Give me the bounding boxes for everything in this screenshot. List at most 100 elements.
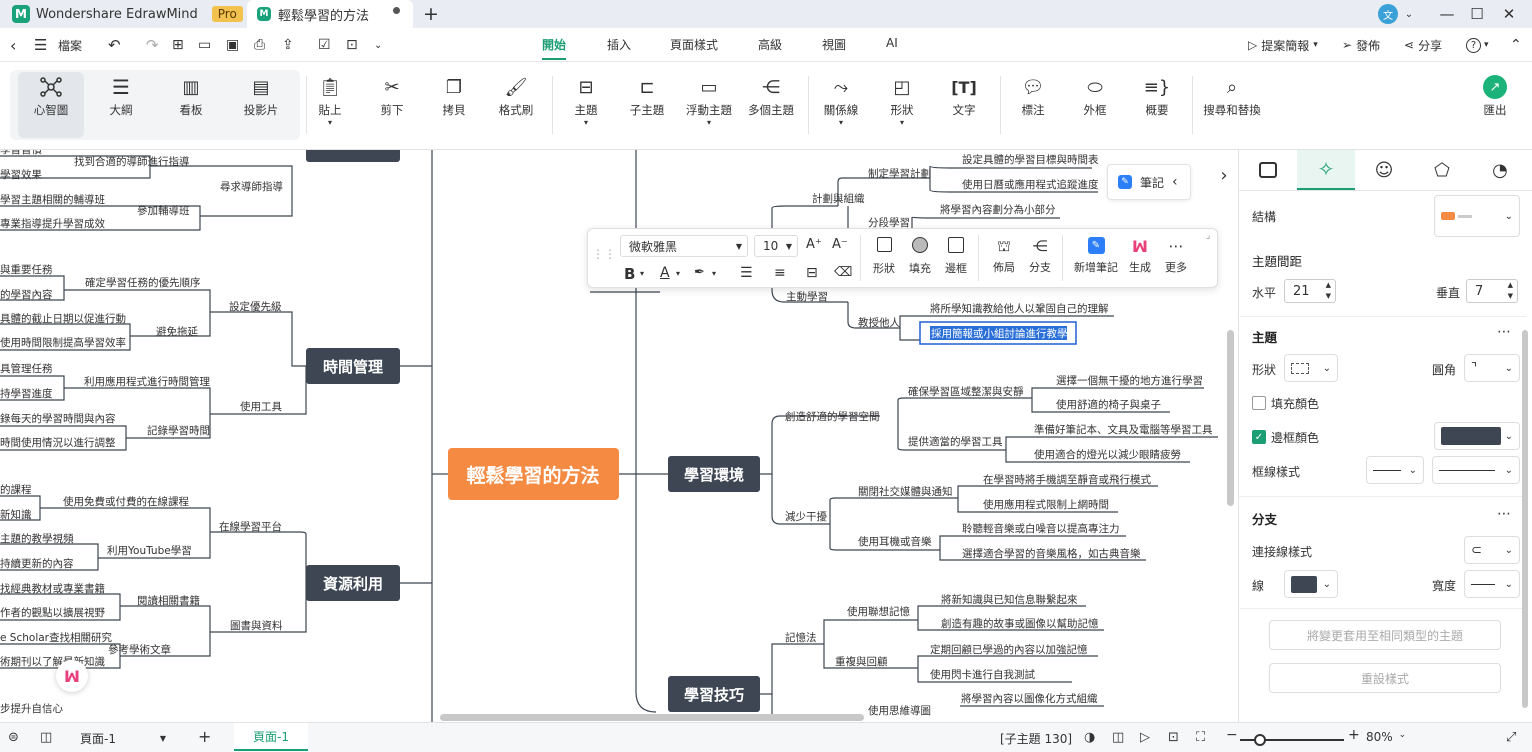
reset-style-button[interactable]: 重設樣式 [1269,663,1501,693]
minimize-button[interactable]: — [1439,5,1455,23]
layout-button[interactable]: ⛫佈局 [984,237,1024,275]
copy-button[interactable]: ❐拷貝 [423,72,485,138]
collapse-icon[interactable]: ⌟ [1206,231,1211,241]
focus-icon[interactable]: ◑ [1084,730,1096,745]
add-page-button[interactable]: + [198,727,212,746]
main-topic-resources[interactable] [306,565,400,601]
increase-font-icon[interactable]: A⁺ [806,237,822,252]
export-menu-icon[interactable]: ⇪ [282,37,294,53]
horizontal-scrollbar[interactable] [440,714,864,721]
shape-format-button[interactable]: 形狀 [864,237,904,276]
tab-page-style[interactable]: 頁面樣式 [670,38,719,52]
fill-color-checkbox[interactable] [1252,396,1266,410]
unsaved-dot-icon[interactable] [393,7,400,14]
border-color-checkbox[interactable]: ✓ [1252,430,1266,444]
line-dash-select[interactable]: ⌄ [1432,456,1520,484]
drag-handle-icon[interactable]: ⋮⋮ [592,247,616,261]
relationship-button[interactable]: ⤳關係線▾ [810,72,872,138]
topic-button[interactable]: ⊟主題▾ [555,72,617,138]
zoom-level-select[interactable]: 80%⌄ [1366,730,1406,744]
main-topic-techniques[interactable] [668,676,760,712]
connector-style-select[interactable]: ⊂⌄ [1464,536,1520,564]
font-family-select[interactable]: 微軟雅黑▼ [620,235,748,257]
view-outline-button[interactable]: ☰大綱 [90,72,152,138]
tab-advanced[interactable]: 高級 [758,38,783,52]
toggle-sidebar-button[interactable]: › [1220,164,1228,186]
chevron-down-icon[interactable]: ⌄ [1404,8,1414,20]
sidebar-tab-ai[interactable]: ✧ [1297,150,1355,190]
paste-button[interactable]: 📋︎貼上▾ [299,72,361,138]
find-replace-button[interactable]: ⌕搜尋和替換 [1200,72,1264,138]
corner-select[interactable]: ⌝⌄ [1464,354,1520,382]
fullscreen-icon[interactable]: ⛶ [1196,730,1206,745]
border-color-select[interactable]: ⌄ [1434,422,1520,450]
branch-button[interactable]: ⋲分支 [1020,237,1060,275]
app-tab[interactable]: M Wondershare EdrawMind Pro [0,0,245,28]
font-color-icon[interactable]: A [660,265,670,281]
horizontal-spacing-input[interactable]: 21▲▼ [1284,279,1336,303]
expand-icon[interactable]: ⤢ [1506,730,1517,745]
view-mindmap-button[interactable]: 心智圖 [18,72,84,138]
pages-icon[interactable]: ⊜ [8,730,19,745]
book-icon[interactable]: ◫ [1112,730,1125,745]
align-icon[interactable]: ≡ [774,265,786,281]
line-color-select[interactable]: ⌄ [1284,570,1338,598]
share-button[interactable]: ⋖分享 [1404,34,1442,56]
more-button[interactable]: ⋯更多 [1156,237,1196,275]
subtopic-button[interactable]: ⊏子主題 [616,72,678,138]
open-folder-icon[interactable]: ▭ [198,37,212,53]
menu-icon[interactable]: ☰ [34,36,48,54]
clear-format-icon[interactable]: ⌫ [834,265,853,280]
structure-select[interactable]: ⌄ [1434,195,1520,237]
ai-assistant-icon[interactable]: ꟽ [56,660,88,692]
vertical-spacing-input[interactable]: 7▲▼ [1466,279,1518,303]
tab-start[interactable]: 開始 [542,36,567,60]
callout-button[interactable]: 💬︎標注 [1002,72,1064,138]
new-file-icon[interactable]: ⊞ [172,37,184,53]
root-topic[interactable] [448,448,619,500]
export-button[interactable]: ↗匯出 [1464,72,1526,138]
multiple-topics-button[interactable]: ⋲多個主題 [740,72,802,138]
main-topic-time[interactable] [306,348,400,384]
more-chevron-icon[interactable]: ⌄ [374,39,383,51]
cut-button[interactable]: ✂剪下 [361,72,423,138]
sidebar-tab-icons[interactable]: ☺ [1355,150,1413,190]
summary-button[interactable]: ≡}概要 [1126,72,1188,138]
shape-button[interactable]: ◰形狀▾ [871,72,933,138]
save-as-icon[interactable]: ⊡ [346,37,358,53]
border-format-button[interactable]: 邊框 [936,237,976,276]
more-options-icon[interactable]: ⋯ [1497,324,1511,340]
apply-to-same-type-button[interactable]: 將變更套用至相同類型的主題 [1269,620,1501,650]
presentation-icon[interactable]: ▷ [1140,730,1150,745]
spinner-icon[interactable]: ▲▼ [1325,281,1331,300]
text-style-icon[interactable]: ⊟ [806,265,818,281]
format-painter-button[interactable]: 🖌︎格式刷 [485,72,547,138]
new-tab-button[interactable]: + [423,3,439,25]
sidebar-tab-history[interactable]: ◔ [1471,150,1529,190]
decrease-font-icon[interactable]: A⁻ [832,237,848,252]
user-avatar[interactable]: 文 [1378,4,1398,24]
shape-select[interactable]: ⌄ [1284,354,1338,382]
close-button[interactable]: ✕ [1502,5,1516,23]
line-width-select[interactable]: ⌄ [1366,456,1424,484]
zoom-slider-track[interactable] [1240,739,1344,741]
tab-view[interactable]: 視圖 [822,38,847,52]
fit-page-icon[interactable]: ⊡ [1168,730,1179,745]
maximize-button[interactable]: ☐ [1470,5,1484,23]
bold-icon[interactable]: B [624,265,636,283]
checklist-icon[interactable]: ☑ [318,37,331,53]
tab-insert[interactable]: 插入 [607,38,632,52]
zoom-in-button[interactable]: + [1348,727,1360,743]
font-size-select[interactable]: 10▼ [754,235,798,257]
chevron-down-icon[interactable]: ▾ [712,269,717,278]
chevron-down-icon[interactable]: ▾ [676,269,681,278]
selected-text-highlight[interactable] [930,326,1067,340]
sidebar-tab-theme[interactable]: ⬠ [1413,150,1471,190]
main-topic-partial[interactable] [306,150,400,162]
chevron-down-icon[interactable]: ▾ [640,269,645,278]
highlight-icon[interactable]: ✒ [694,265,705,280]
mindmap-svg[interactable]: 輕鬆學習的方法學習環境學習技巧時間管理資源利用計劃與組織制定學習計劃設定具體的學… [0,150,1228,722]
publish-button[interactable]: ➢發佈 [1342,34,1380,56]
print-icon[interactable]: ⎙ [254,37,266,53]
